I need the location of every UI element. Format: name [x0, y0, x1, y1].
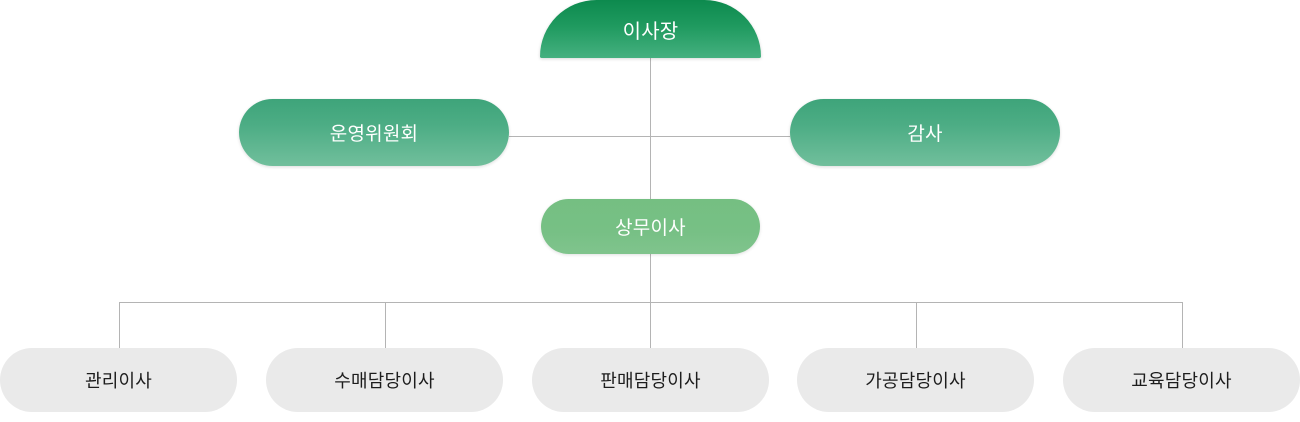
- connector-drop-sales: [650, 302, 651, 348]
- node-steering-committee[interactable]: 운영위원회: [239, 99, 509, 166]
- node-auditor[interactable]: 감사: [790, 99, 1060, 166]
- node-managing-director[interactable]: 상무이사: [541, 199, 760, 254]
- connector-committee-to-auditor: [509, 136, 790, 137]
- connector-drop-processing: [916, 302, 917, 348]
- node-chairman[interactable]: 이사장: [540, 0, 761, 58]
- node-management-director[interactable]: 관리이사: [0, 348, 237, 412]
- connector-managing-to-bus: [650, 253, 651, 303]
- node-purchasing-director[interactable]: 수매담당이사: [266, 348, 503, 412]
- node-sales-director[interactable]: 판매담당이사: [532, 348, 769, 412]
- connector-department-bus: [119, 302, 1183, 303]
- node-processing-director[interactable]: 가공담당이사: [797, 348, 1034, 412]
- connector-chairman-to-managing: [650, 58, 651, 199]
- node-education-director[interactable]: 교육담당이사: [1063, 348, 1300, 412]
- connector-drop-education: [1182, 302, 1183, 348]
- connector-drop-management: [119, 302, 120, 348]
- connector-drop-purchasing: [385, 302, 386, 348]
